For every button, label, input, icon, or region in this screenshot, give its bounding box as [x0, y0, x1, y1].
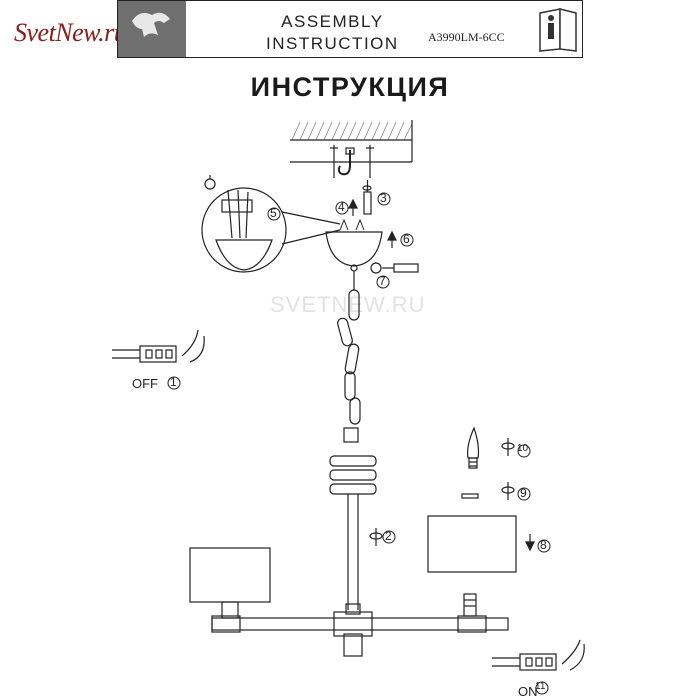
step-10-label: 10: [517, 443, 529, 454]
on-label: ON: [518, 684, 538, 699]
lion-emblem-icon: [132, 12, 170, 37]
arrow-down-8: [525, 534, 535, 552]
step-5-label: 5: [270, 206, 277, 220]
instruction-book-icon: [539, 8, 577, 52]
off-label: OFF: [132, 376, 158, 391]
arrow-up-4: [348, 198, 358, 216]
step-7-label: 7: [379, 274, 386, 288]
switch-off: [112, 329, 205, 363]
switch-on: [492, 639, 585, 671]
header-title: ASSEMBLY INSTRUCTION: [266, 11, 399, 55]
step-3-label: 3: [380, 191, 387, 205]
header-title-line1: ASSEMBLY: [281, 12, 384, 31]
step-markers: [167, 192, 551, 695]
rotate-marker-9: [501, 482, 515, 500]
step-1-label: 1: [170, 375, 177, 389]
screwdriver-horizontal: [370, 262, 419, 274]
step-11-label: 11: [535, 681, 546, 692]
canopy: [325, 218, 383, 272]
step-8-label: 8: [540, 538, 547, 552]
rotate-marker-2: [369, 528, 383, 546]
ring-part: [461, 493, 479, 499]
header-title-line2: INSTRUCTION: [266, 34, 399, 53]
step-9-label: 9: [520, 486, 527, 500]
page-title: ИНСТРУКЦИЯ: [250, 72, 450, 102]
brand-logo-text: SvetNew.ru: [14, 18, 127, 47]
chain: [337, 271, 361, 443]
wiring-detail: [201, 175, 341, 273]
header-bar: ASSEMBLY INSTRUCTION A3990LM-6CC: [117, 0, 583, 58]
step-2-label: 2: [385, 529, 392, 543]
model-number: A3990LM-6CC: [428, 30, 505, 44]
mounting-screws: [330, 145, 374, 178]
shade-left: [189, 547, 271, 619]
screwdriver-vertical: [362, 180, 372, 215]
arrow-up-6: [387, 230, 397, 248]
step-4-label: 4: [338, 200, 345, 214]
shade-right: [427, 515, 517, 617]
stem: [329, 455, 377, 610]
rotate-marker-10: [501, 438, 515, 456]
step-6-label: 6: [403, 232, 410, 246]
watermark: SVETNEW.RU: [270, 292, 426, 317]
bulb: [467, 426, 480, 469]
header-emblem: [118, 1, 186, 57]
